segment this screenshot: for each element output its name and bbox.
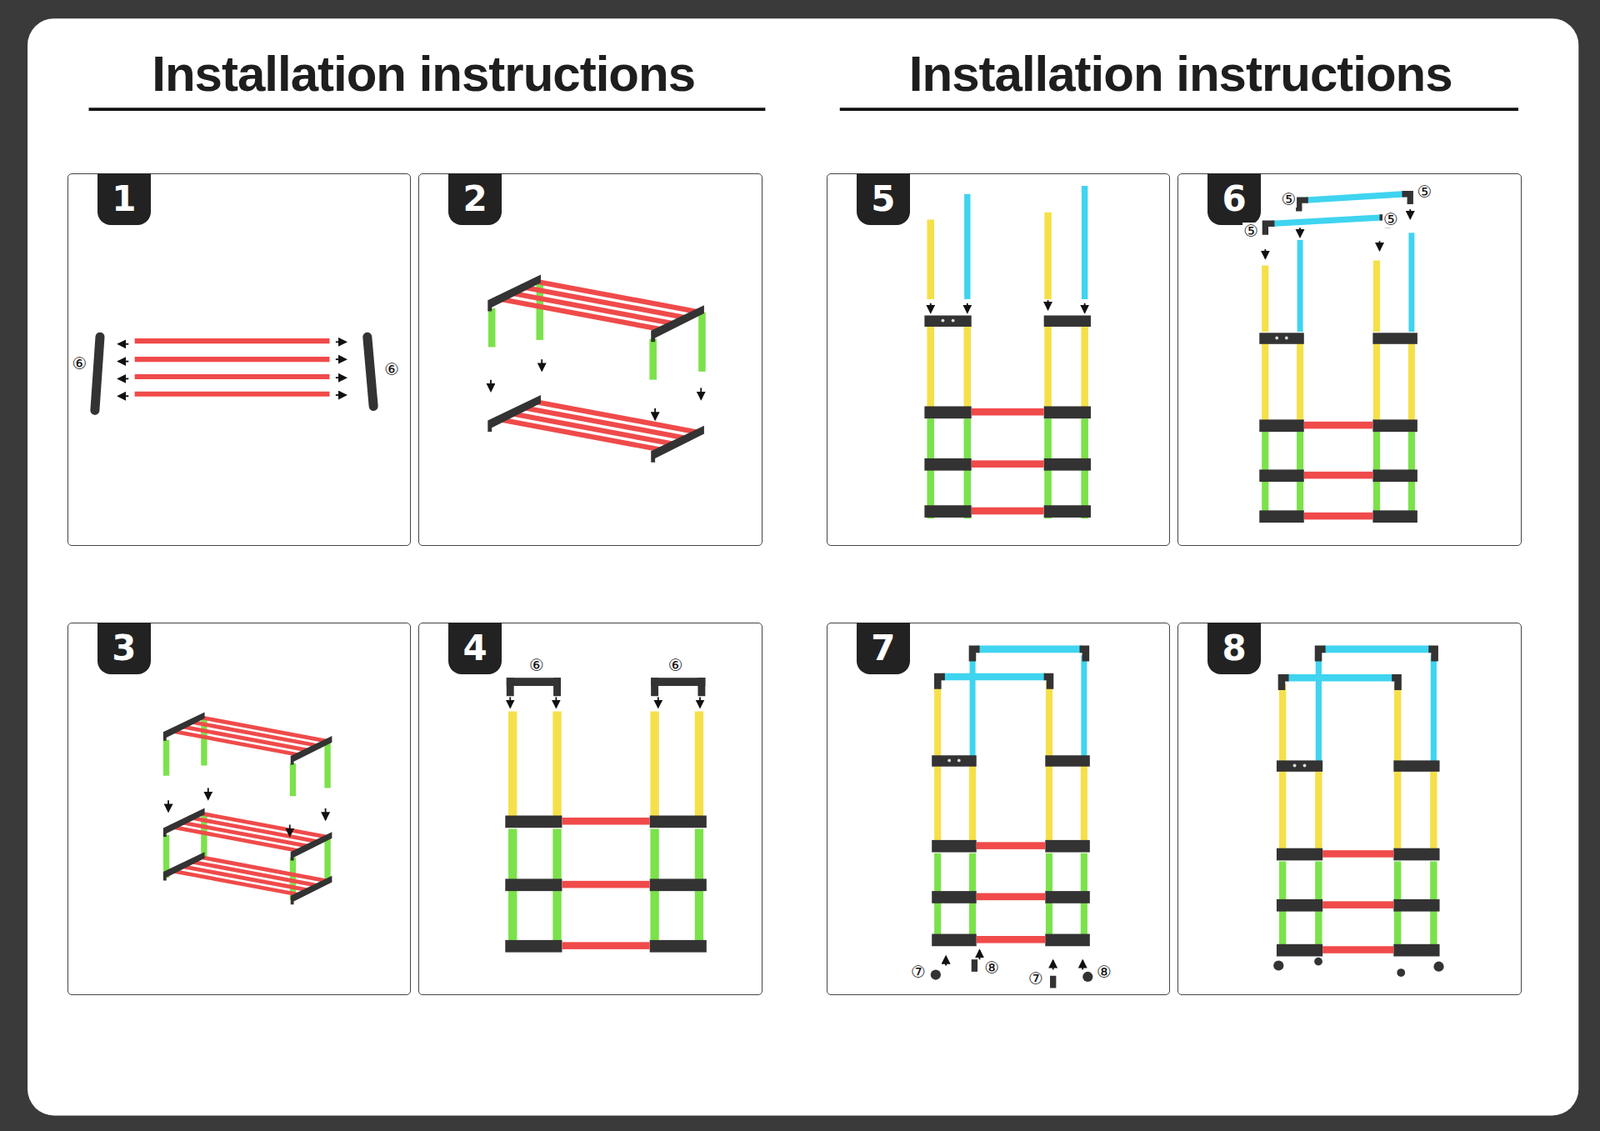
step-number: 2 — [462, 181, 487, 217]
step-badge: 6 — [1207, 173, 1261, 225]
callout-number: ⑤ — [1280, 190, 1298, 208]
step-badge: 3 — [97, 622, 151, 675]
step-number: 4 — [462, 630, 487, 666]
step-panel: 5 — [826, 173, 1171, 546]
callout-number: ⑧ — [1095, 963, 1113, 980]
step-panel: 6 — [1177, 173, 1522, 546]
callout-number: ⑦ — [1027, 970, 1045, 987]
step-badge: 7 — [856, 622, 910, 675]
callout-number: ⑤ — [1382, 210, 1400, 228]
step-number: 3 — [111, 630, 136, 666]
step-number: 8 — [1221, 630, 1246, 666]
step-number: 5 — [870, 181, 895, 217]
callout-number: ⑤ — [1415, 183, 1433, 200]
callout-number: ⑤ — [1242, 222, 1260, 240]
step-badge: 5 — [856, 173, 910, 225]
step-panel: 1 — [67, 173, 412, 546]
step-number: 6 — [1221, 181, 1246, 217]
callout-number: ⑧ — [983, 959, 1000, 976]
step-badge: 1 — [97, 173, 151, 225]
step-panel: 4 — [418, 622, 763, 995]
step-badge: 8 — [1207, 622, 1261, 675]
callout-number: ⑥ — [528, 656, 545, 674]
step-number: 1 — [111, 181, 136, 217]
page-title: Installation instructions — [151, 45, 695, 103]
step-number: 7 — [870, 630, 895, 666]
page-title: Installation instructions — [909, 45, 1453, 103]
callout-number: ⑦ — [910, 963, 927, 980]
step-panel: 2 — [418, 173, 763, 546]
step-badge: 4 — [448, 622, 502, 675]
callout-number: ⑥ — [383, 360, 400, 378]
step-panel: 3 — [67, 622, 412, 995]
step-panel: 8 — [1177, 622, 1522, 995]
callout-number: ⑥ — [667, 656, 685, 674]
callout-number: ⑥ — [71, 355, 89, 372]
step-badge: 2 — [448, 173, 502, 225]
step-panel: 7 — [826, 622, 1171, 995]
